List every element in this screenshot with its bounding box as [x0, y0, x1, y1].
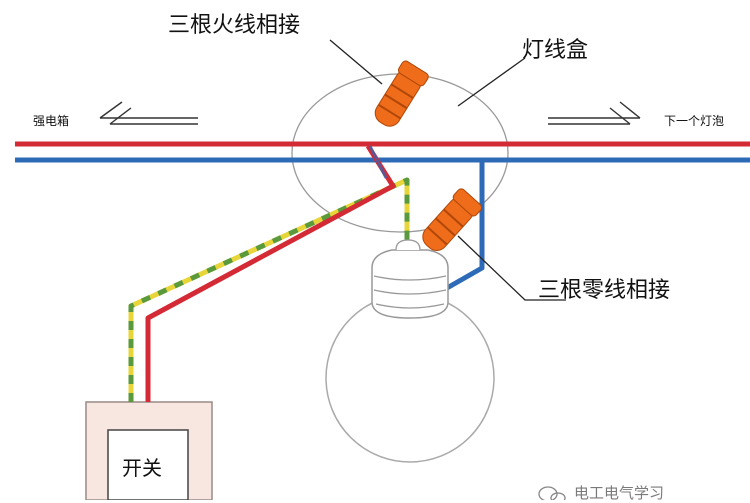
arrow-next-bulb-icon — [548, 101, 641, 125]
arrow-from-panel-icon — [99, 101, 198, 125]
label-lamp-box: 灯线盒 — [522, 38, 589, 63]
bulb-globe — [325, 293, 495, 463]
ground-wire — [128, 177, 410, 402]
label-hot-join: 三根火线相接 — [168, 13, 301, 38]
switch-inner — [107, 429, 189, 500]
label-neutral-join: 三根零线相接 — [538, 278, 671, 303]
bulb-tip — [395, 239, 421, 251]
watermark-text: 电工电气学习 — [574, 484, 665, 502]
bulb-thread-1 — [373, 275, 447, 281]
hot-connector-icon — [374, 60, 429, 127]
bulb-thread-3 — [375, 303, 445, 309]
label-next-bulb: 下一个灯泡 — [664, 114, 725, 128]
leader-lamp-box — [457, 57, 526, 107]
neutral-connector-icon — [422, 188, 483, 251]
bulb-thread-2 — [373, 289, 447, 295]
label-switch: 开关 — [122, 456, 162, 480]
wechat-icon — [538, 486, 566, 500]
bulb-base — [371, 249, 449, 319]
junction-link — [368, 145, 388, 179]
label-from-panel: 强电箱 — [33, 114, 70, 128]
neutral-drop-wire — [438, 160, 485, 295]
leader-neutral-join — [457, 235, 566, 301]
leader-hot-join — [329, 39, 383, 85]
